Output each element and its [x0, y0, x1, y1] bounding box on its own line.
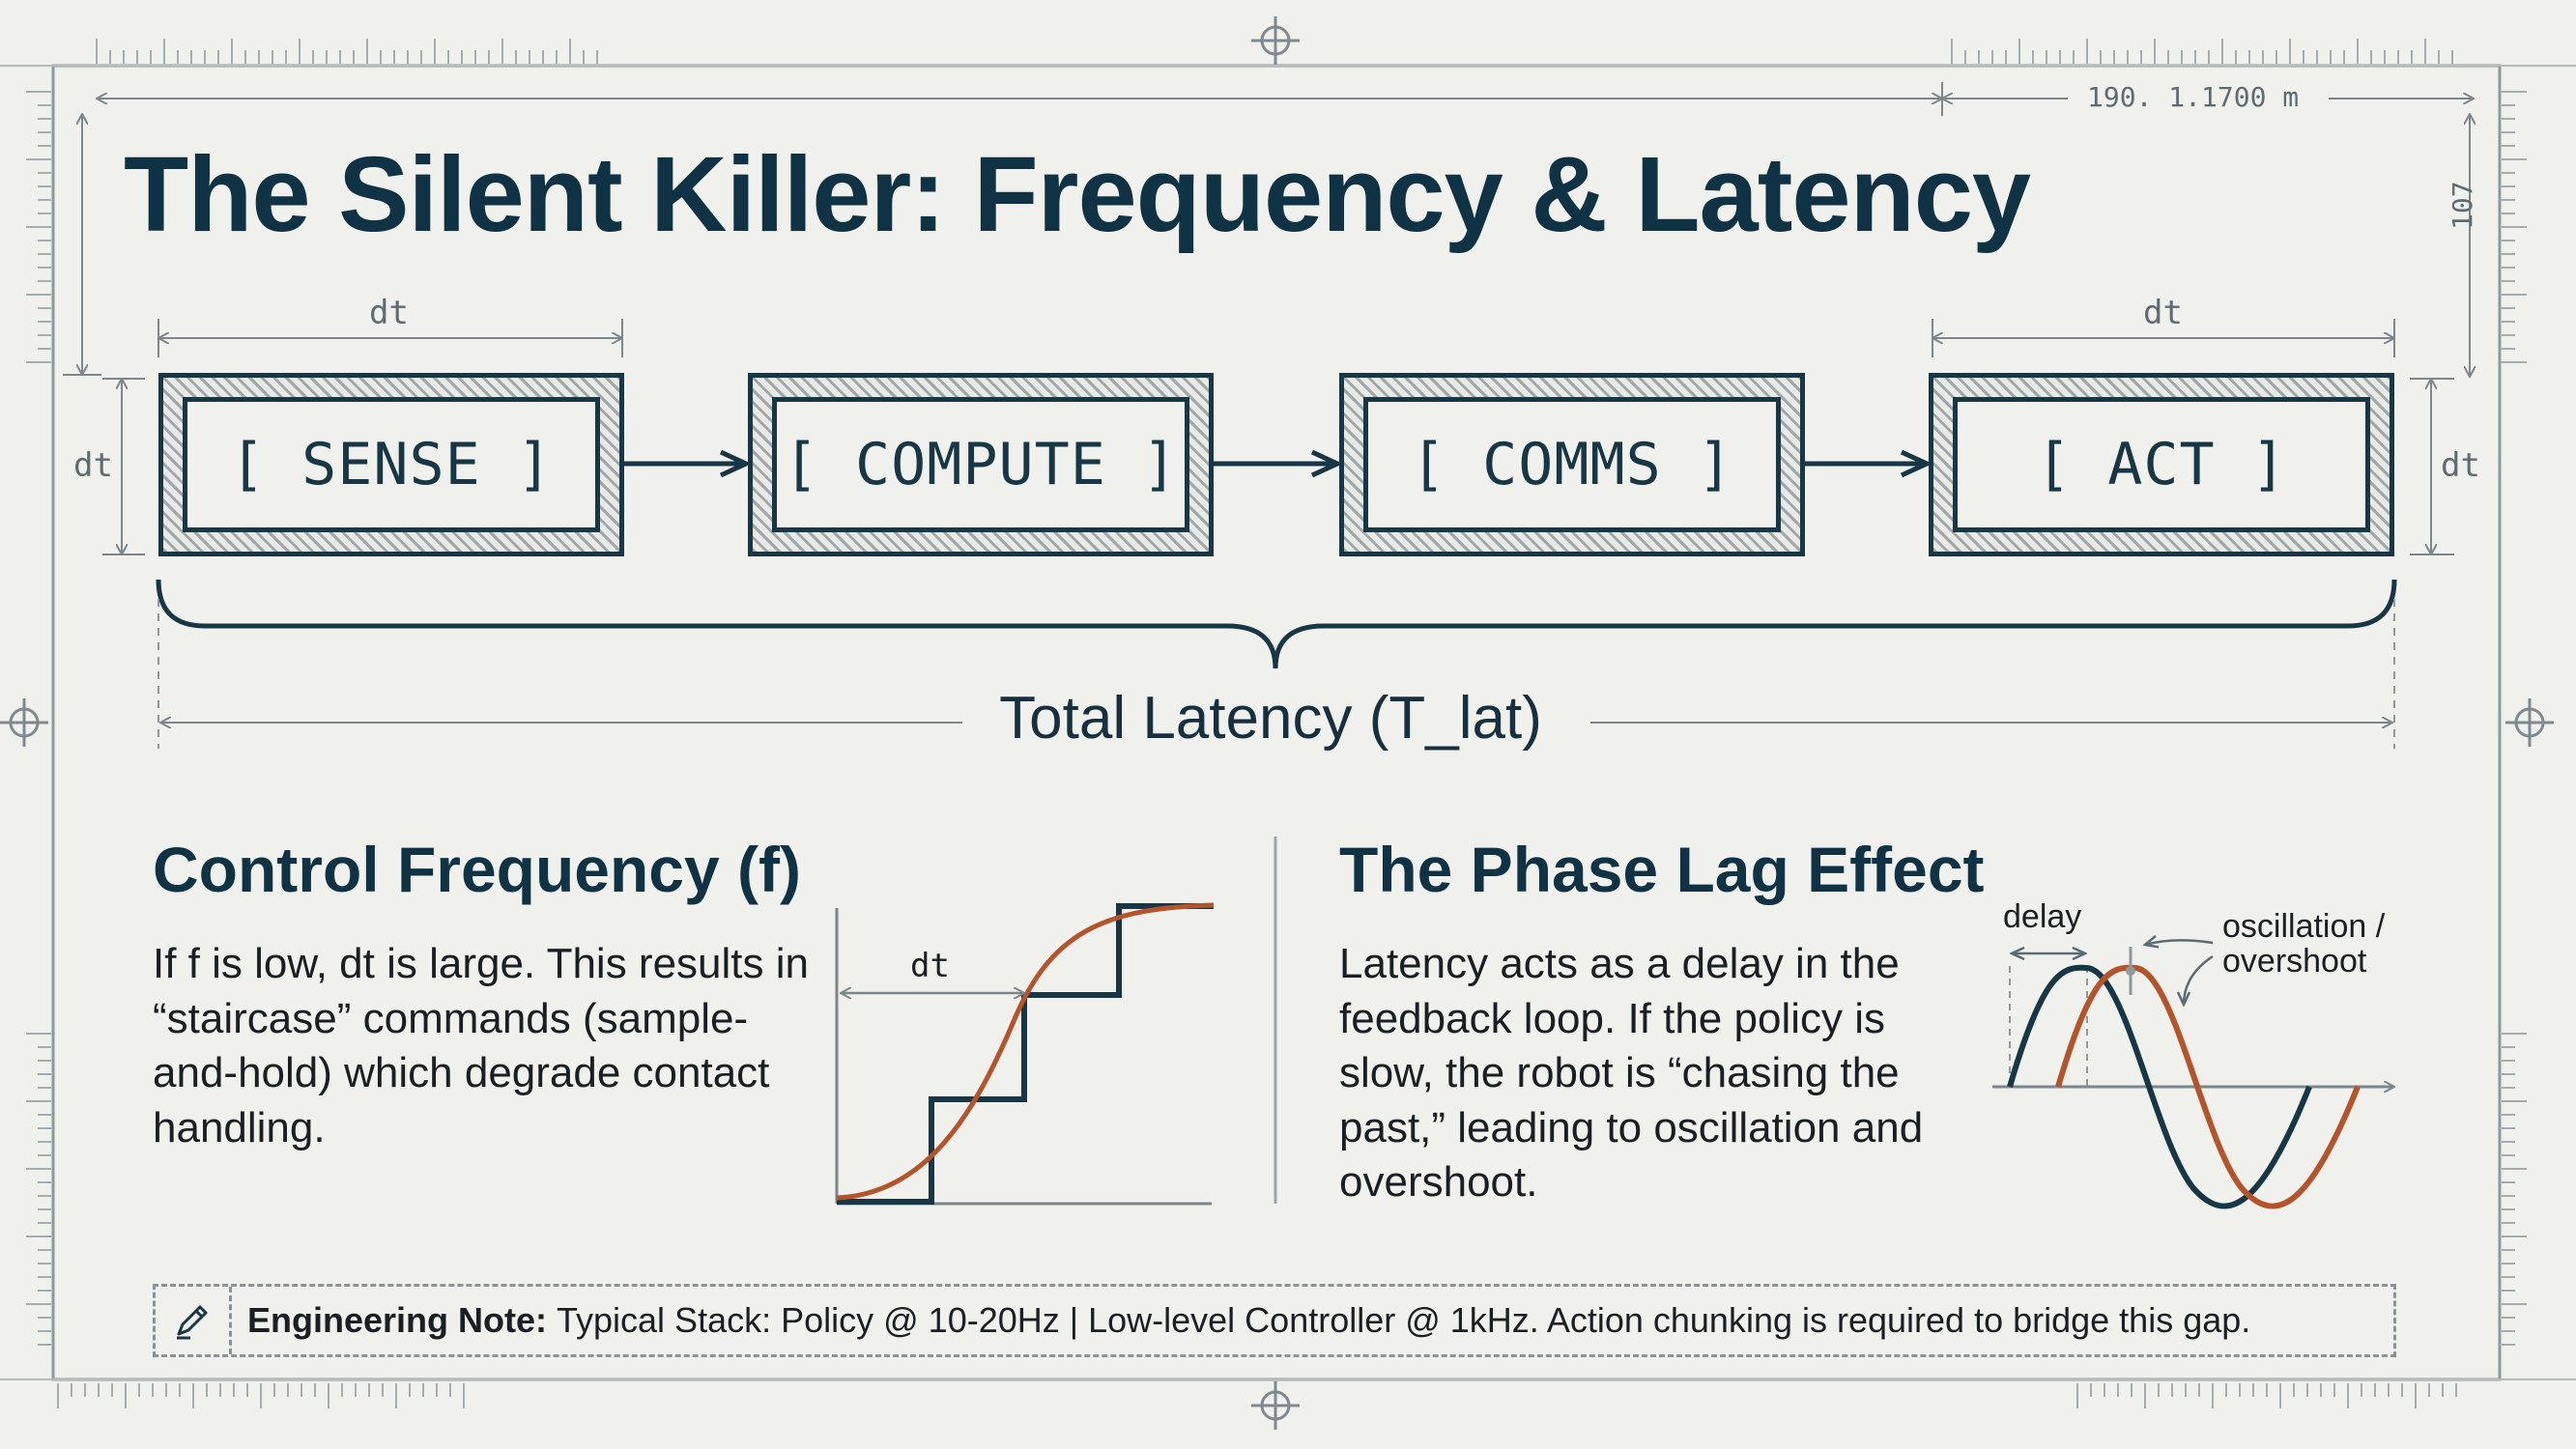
dt-label-top-left: dt: [369, 294, 409, 332]
staircase-dt-label: dt: [910, 947, 950, 985]
phase-body: Latency acts as a delay in the feedback …: [1339, 940, 1924, 1206]
oscillation-label-line1: oscillation /: [2222, 908, 2386, 945]
dt-label-side-left: dt: [73, 446, 113, 485]
note-text: Typical Stack: Policy @ 10-20Hz | Low-le…: [557, 1300, 2251, 1340]
stage-sense-label: [ SENSE ]: [183, 397, 600, 532]
phase-heading: The Phase Lag Effect: [1339, 834, 1985, 905]
delay-label: delay: [2003, 898, 2082, 935]
stage-comms-box: [ COMMS ]: [1339, 373, 1805, 556]
stage-compute-label: [ COMPUTE ]: [772, 397, 1189, 532]
staircase-plot: [835, 902, 1215, 1206]
phase-lag-plot: [1992, 940, 2394, 1209]
stage-comms-label: [ COMMS ]: [1363, 397, 1781, 532]
stage-act-label: [ ACT ]: [1953, 397, 2370, 532]
frequency-body: If f is low, dt is large. This results i…: [153, 940, 809, 1151]
stage-compute-box: [ COMPUTE ]: [748, 373, 1214, 556]
oscillation-label-line2: overshoot: [2222, 943, 2367, 980]
page-title: The Silent Killer: Frequency & Latency: [124, 135, 2031, 254]
dt-label-side-right: dt: [2441, 446, 2480, 485]
dt-label-top-right: dt: [2143, 294, 2183, 332]
stage-sense-box: [ SENSE ]: [158, 373, 624, 556]
note-label: Engineering Note:: [247, 1300, 548, 1340]
frequency-heading: Control Frequency (f): [153, 834, 801, 905]
stage-act-box: [ ACT ]: [1929, 373, 2394, 556]
pencil-icon: [156, 1287, 232, 1354]
total-latency-label: Total Latency (T_lat): [999, 685, 1542, 752]
side-measure-label: 107: [2447, 181, 2478, 230]
engineering-note: Engineering Note: Typical Stack: Policy …: [153, 1284, 2396, 1357]
corner-measure-label: 190. 1.1700 m: [2087, 81, 2300, 113]
